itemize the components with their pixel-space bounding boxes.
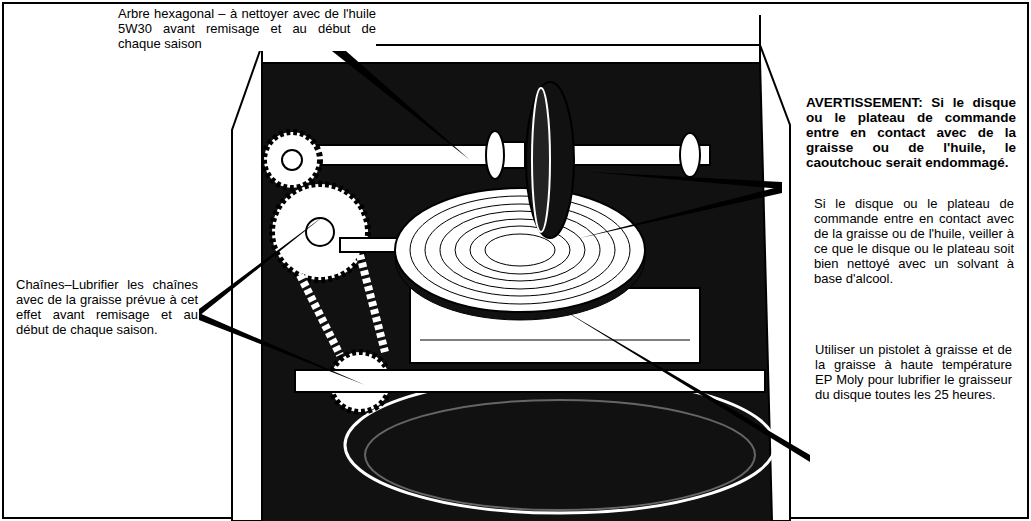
- chain: [300, 275, 340, 355]
- sprocket: [264, 132, 320, 188]
- drive-disc: [395, 188, 645, 312]
- callout-note: Utiliser un pistolet à graisse et de la …: [815, 342, 1012, 402]
- disc-rings: [410, 196, 630, 304]
- sprocket-hub: [282, 150, 302, 170]
- friction-wheel-face: [532, 88, 550, 232]
- disc-housing-line: [420, 340, 690, 341]
- bearing: [680, 133, 700, 177]
- wheel-hub-flange: [486, 131, 504, 179]
- lower-pulley-inner: [365, 400, 755, 510]
- callout-note: Si le disque ou le plateau de commande e…: [814, 196, 1014, 286]
- friction-wheel: [526, 82, 574, 238]
- housing-interior: [238, 60, 772, 521]
- sprocket-hub: [306, 218, 334, 246]
- callout-note: Arbre hexagonal – à nettoyer avec de l'h…: [118, 6, 376, 51]
- callout-note: Chaînes–Lubrifier les chaînes avec de la…: [16, 277, 198, 337]
- chain: [360, 255, 385, 352]
- leader-lines: [199, 37, 810, 462]
- warning-note: AVERTISSEMENT: Si le disque ou le platea…: [806, 95, 1016, 170]
- sprocket: [272, 184, 368, 280]
